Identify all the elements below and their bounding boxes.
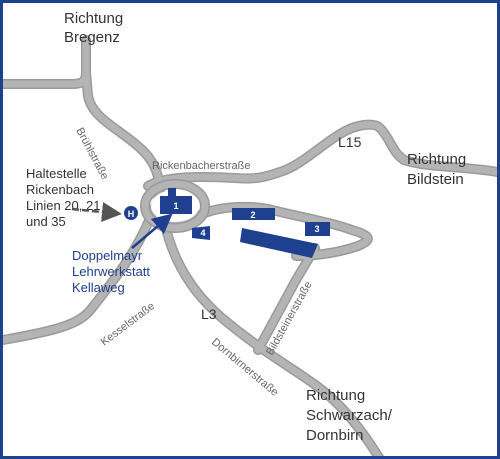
building-2-shape	[232, 208, 275, 220]
building-4-shape	[192, 226, 210, 240]
building-1-shape	[160, 188, 192, 214]
svg-text:Lehrwerkstatt: Lehrwerkstatt	[72, 264, 150, 279]
destination-schwarzach-dornbirn: Richtung Schwarzach/ Dornbirn	[306, 387, 393, 444]
svg-text:Richtung: Richtung	[407, 151, 466, 168]
svg-text:Kellaweg: Kellaweg	[72, 280, 125, 295]
buildings	[160, 188, 330, 258]
building-label-3: 3	[314, 224, 319, 234]
svg-text:Doppelmayr: Doppelmayr	[72, 248, 143, 263]
poi-label: Doppelmayr Lehrwerkstatt Kellaweg	[72, 248, 150, 295]
road-number-l15: L15	[338, 134, 362, 150]
arrow-icon	[131, 213, 173, 249]
svg-text:H: H	[128, 209, 135, 219]
svg-text:Richtung: Richtung	[64, 10, 123, 27]
destination-bregenz: Richtung Bregenz	[64, 10, 123, 46]
svg-text:Schwarzach/: Schwarzach/	[306, 407, 393, 424]
road-number-l3: L3	[201, 306, 217, 322]
bus-stop-label: Haltestelle Rickenbach Linien 20, 21 und…	[26, 166, 100, 229]
svg-text:und 35: und 35	[26, 214, 66, 229]
bus-stop-icon: H	[124, 206, 138, 220]
svg-text:Bregenz: Bregenz	[64, 29, 120, 46]
building-label-2: 2	[250, 210, 255, 220]
building-main-hall	[240, 228, 318, 258]
svg-text:Richtung: Richtung	[306, 387, 365, 404]
svg-text:Dornbirn: Dornbirn	[306, 427, 364, 444]
destination-bildstein: Richtung Bildstein	[407, 151, 466, 188]
street-kesselstrasse: Kesselstraße	[99, 300, 157, 348]
building-label-1: 1	[173, 201, 178, 211]
svg-text:Haltestelle: Haltestelle	[26, 166, 87, 181]
street-rickenbacherstrasse: Rickenbacherstraße	[152, 160, 250, 172]
building-3-shape	[305, 222, 330, 236]
building-label-4: 4	[200, 228, 205, 238]
svg-text:Linien 20, 21: Linien 20, 21	[26, 198, 100, 213]
svg-text:Rickenbach: Rickenbach	[26, 182, 94, 197]
svg-text:Bildstein: Bildstein	[407, 171, 464, 188]
dashed-arrow-icon	[71, 202, 122, 222]
